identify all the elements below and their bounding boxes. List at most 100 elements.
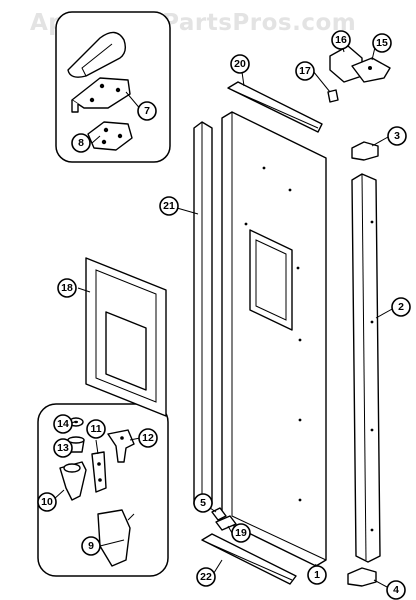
svg-text:1: 1 (314, 569, 320, 581)
callout-18[interactable]: 18 (57, 278, 77, 298)
side-gasket-strip-part (193, 121, 213, 511)
door-hole (296, 266, 300, 270)
hinge-bracket-top (63, 463, 81, 473)
hinge-cover-lower-edge (99, 539, 125, 547)
hinge-cover-edge (81, 43, 113, 77)
leader-21 (176, 207, 199, 215)
callout-16[interactable]: 16 (331, 30, 351, 50)
callout-11[interactable]: 11 (86, 419, 106, 439)
hinge-pin-part (71, 100, 79, 113)
callout-17[interactable]: 17 (295, 61, 315, 81)
leader-3 (371, 136, 389, 147)
leader-20 (241, 71, 245, 87)
stop-bracket-part (107, 429, 135, 463)
hinge-plate-part (71, 77, 131, 109)
callout-10[interactable]: 10 (37, 492, 57, 512)
leader-2 (375, 307, 395, 319)
svg-text:14: 14 (57, 418, 69, 430)
hinge-cap-insert-part (351, 57, 391, 83)
callout-2[interactable]: 2 (391, 297, 411, 317)
dispenser-opening-inner (255, 239, 287, 321)
svg-text:17: 17 (299, 65, 311, 77)
door-hole (262, 166, 266, 170)
door-handle-channel-part (351, 173, 381, 563)
stop-bracket-hole (120, 436, 124, 440)
callout-12[interactable]: 12 (138, 428, 158, 448)
callout-14[interactable]: 14 (53, 414, 73, 434)
door-hole (288, 188, 292, 192)
svg-text:10: 10 (41, 496, 53, 508)
svg-text:4: 4 (393, 584, 399, 596)
callout-22[interactable]: 22 (196, 567, 216, 587)
leader-4 (373, 579, 388, 588)
lower-hinge-plate-part (87, 121, 133, 151)
callout-21[interactable]: 21 (159, 196, 179, 216)
svg-text:3: 3 (394, 130, 400, 142)
hinge-plate-hole (115, 87, 121, 93)
callout-5[interactable]: 5 (193, 493, 213, 513)
leader-5 (209, 507, 217, 513)
leader-18 (77, 287, 91, 293)
handle-hole (370, 528, 374, 532)
top-end-cap-part (351, 141, 379, 161)
lower-hinge-plate-hole (103, 127, 109, 133)
svg-text:7: 7 (144, 105, 150, 117)
door-hole (244, 222, 248, 226)
door-panel-part (221, 111, 327, 567)
hinge-inset (55, 11, 171, 163)
callout-8[interactable]: 8 (71, 133, 91, 153)
dispenser-frame-window (105, 311, 147, 391)
door-hole (298, 498, 302, 502)
leader-11 (95, 439, 99, 455)
callout-9[interactable]: 9 (81, 536, 101, 556)
handle-hole (370, 320, 374, 324)
svg-text:19: 19 (235, 527, 247, 539)
svg-text:15: 15 (376, 37, 388, 49)
callout-7[interactable]: 7 (137, 101, 157, 121)
top-trim-strip-edge (231, 89, 319, 129)
callout-15[interactable]: 15 (372, 33, 392, 53)
callout-3[interactable]: 3 (387, 126, 407, 146)
door-stop-hole (97, 462, 101, 466)
callout-4[interactable]: 4 (386, 580, 406, 600)
hinge-cover-part (67, 31, 127, 78)
lower-hinge-plate-hole (101, 139, 107, 145)
hinge-plate-hole (99, 83, 105, 89)
door-shim-part (215, 515, 237, 531)
door-handle-channel-edge (361, 173, 367, 561)
bottom-trim-strip-edge (205, 541, 293, 581)
door-hole (298, 338, 302, 342)
svg-text:2: 2 (398, 301, 404, 313)
door-stop-hole (98, 478, 102, 482)
svg-text:18: 18 (61, 282, 73, 294)
svg-text:8: 8 (78, 137, 84, 149)
shim-part (327, 89, 339, 103)
svg-text:22: 22 (200, 571, 212, 583)
leader-8 (91, 135, 101, 144)
hinge-cap-insert-hole (368, 66, 372, 70)
dispenser-frame-inner (95, 269, 157, 403)
callout-13[interactable]: 13 (53, 438, 73, 458)
handle-hole (370, 428, 374, 432)
svg-text:16: 16 (335, 34, 347, 46)
dispenser-opening (249, 229, 293, 331)
bottom-end-cap-part (347, 567, 377, 587)
callout-1[interactable]: 1 (307, 565, 327, 585)
door-panel-edge (231, 112, 327, 561)
svg-text:5: 5 (200, 497, 206, 509)
svg-text:11: 11 (90, 423, 101, 435)
door-stop-plate-part (91, 451, 107, 493)
svg-text:21: 21 (163, 200, 175, 212)
svg-text:13: 13 (57, 442, 69, 454)
washer-hole (74, 420, 78, 424)
hinge-plate-hole (89, 97, 95, 103)
svg-text:20: 20 (234, 58, 246, 70)
handle-hole (370, 220, 374, 224)
callout-19[interactable]: 19 (231, 523, 251, 543)
svg-text:12: 12 (142, 432, 154, 444)
hinge-cover-screw (127, 513, 135, 521)
callout-20[interactable]: 20 (230, 54, 250, 74)
screw-part (211, 507, 227, 521)
